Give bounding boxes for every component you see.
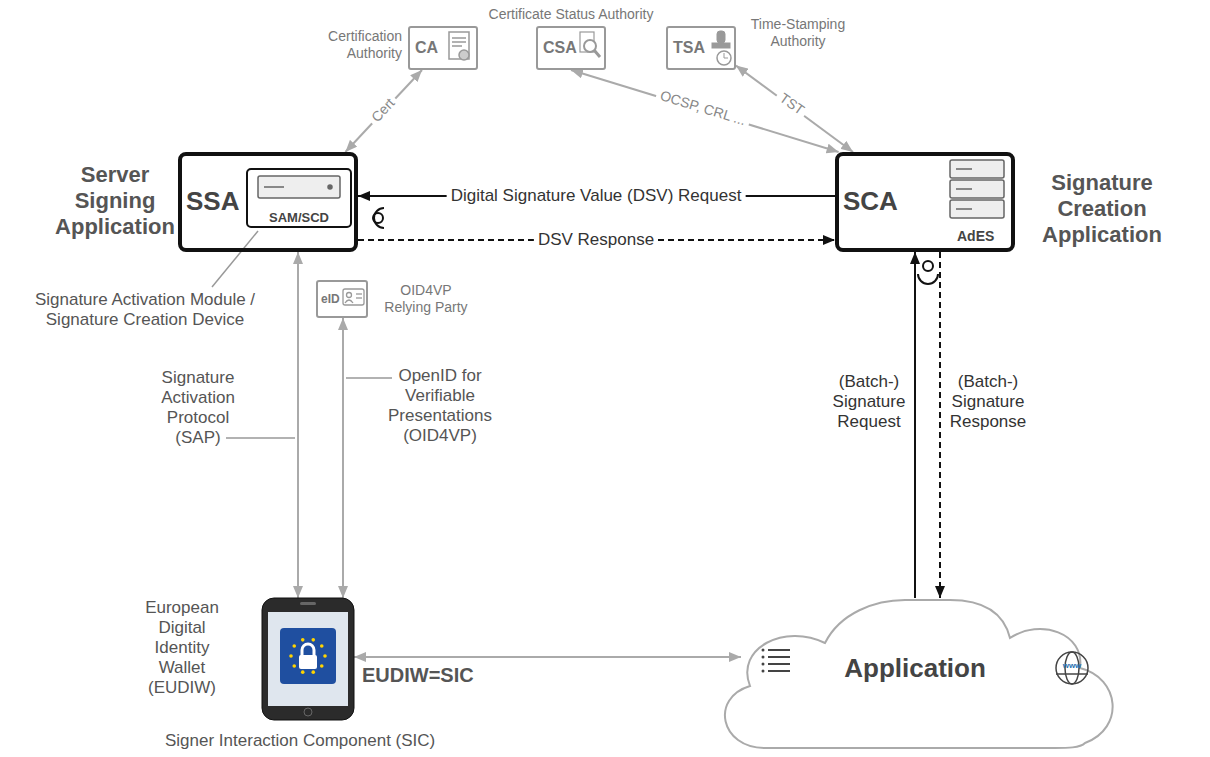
id-card-icon xyxy=(343,289,364,305)
authority-box: Certificate Status AuthorityCSA xyxy=(536,26,606,70)
stamp-icon xyxy=(712,31,731,65)
leader-line xyxy=(212,231,258,287)
box-label: TSA xyxy=(673,39,705,58)
node-caption: AdES xyxy=(957,228,994,245)
server-stack-icon xyxy=(950,160,1004,218)
node-caption: SCA xyxy=(843,186,898,217)
node-caption: SSA xyxy=(186,186,239,217)
node-caption: Server Signing Application xyxy=(54,162,176,240)
certificate-icon xyxy=(449,32,469,60)
authority-box: Certification AuthorityCA xyxy=(408,26,478,70)
connector-arrow xyxy=(297,252,299,598)
authority-box: TSATime-Stamping Authority xyxy=(666,26,736,70)
node-caption: OID4VP Relying Party xyxy=(378,282,474,315)
wallet-phone: European Digital Identity Wallet (EUDIW)… xyxy=(262,598,354,720)
node-caption: Signer Interaction Component (SIC) xyxy=(165,731,435,751)
edge-label: Signature Activation Protocol (SAP) xyxy=(150,368,246,448)
connector-arrow xyxy=(342,318,344,598)
application-cloud: Application xyxy=(705,598,1125,750)
node-caption: Certification Authority xyxy=(314,28,402,61)
node-caption: SAM/SCD xyxy=(248,210,350,225)
phone-outline xyxy=(262,598,354,720)
node-caption: Certificate Status Authority xyxy=(471,6,671,23)
box-label: CA xyxy=(415,39,438,58)
cloud-shape xyxy=(725,600,1113,748)
edge-label: (Batch-) Signature Request xyxy=(830,372,908,432)
node-caption: eID xyxy=(321,292,340,306)
connector-arrow xyxy=(736,66,853,152)
edge-label: DSV Response xyxy=(534,230,658,250)
leader-line xyxy=(346,377,392,379)
list-icon xyxy=(762,649,791,673)
connector-arrow xyxy=(939,252,941,598)
globe-text: www xyxy=(1052,661,1092,670)
leader-line xyxy=(226,437,295,439)
connector-arrow xyxy=(345,70,422,152)
node-caption: EUDIW=SIC xyxy=(362,664,474,688)
callout-label: Signature Activation Module / Signature … xyxy=(0,290,290,330)
edge-label: Cert xyxy=(365,92,401,128)
edge-label: OCSP, CRL ... xyxy=(654,86,751,130)
connector-arrow xyxy=(354,656,741,658)
node-caption: Signature Creation Application xyxy=(1027,170,1177,248)
node-caption: European Digital Identity Wallet (EUDIW) xyxy=(130,598,234,698)
server-icon xyxy=(258,176,340,198)
interface-socket xyxy=(373,208,384,228)
box-label: CSA xyxy=(543,39,577,58)
interface-socket xyxy=(918,261,938,284)
node-caption: Application xyxy=(830,653,1000,684)
application-box: SCAAdESSignature Creation Application xyxy=(835,152,1015,252)
magnifier-icon xyxy=(580,32,600,57)
application-box: SSAServer Signing ApplicationSAM/SCD xyxy=(178,152,358,252)
edge-label: Digital Signature Value (DSV) Request xyxy=(447,186,746,206)
connector-arrow xyxy=(571,70,839,152)
relying-party-box: eIDOID4VP Relying Party xyxy=(316,280,368,318)
edge-label: OpenID for Verifiable Presentations (OID… xyxy=(380,366,500,446)
node-caption: Time-Stamping Authority xyxy=(742,16,854,49)
connector-arrow xyxy=(914,252,916,598)
edge-label: (Batch-) Signature Response xyxy=(946,372,1030,432)
module-box: SAM/SCD xyxy=(246,168,352,228)
